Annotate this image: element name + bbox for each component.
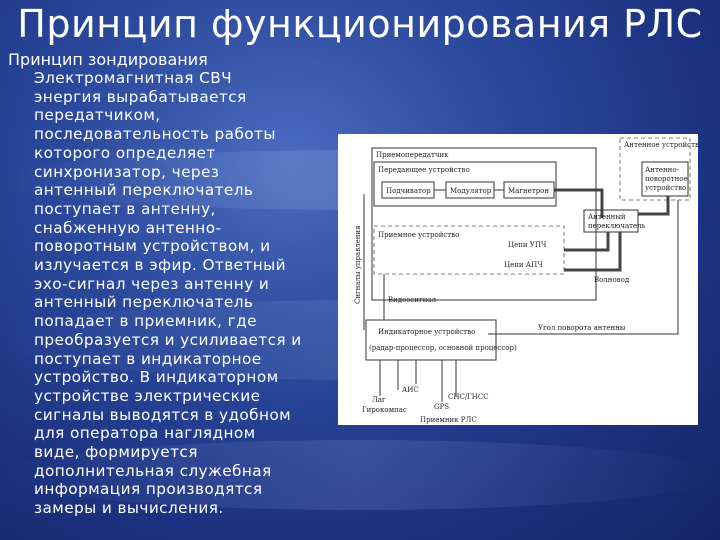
apch-label: Цепи АПЧ	[504, 261, 543, 269]
body-line: замеры и вычисления.	[34, 499, 224, 518]
mag-to-switch-line	[554, 188, 604, 218]
body-line: последовательность работы	[34, 125, 276, 144]
ais-label: АИС	[402, 386, 419, 394]
sync-signals-label: Сигналы управления	[354, 225, 362, 304]
receiver-to-switch-line	[564, 232, 610, 252]
gyrocompass-label: Гирокомпас	[362, 406, 407, 414]
body-line: антенный переключатель	[34, 181, 254, 200]
body-line: энергия вырабатывается	[34, 87, 247, 106]
antenna-switch-line2: переключатель	[588, 222, 646, 230]
angle-signal-line	[488, 200, 679, 335]
modulator-label: Модулятор	[450, 187, 492, 195]
antenna-switch-box	[583, 209, 639, 233]
gnss-label: СНС/ГНСС	[448, 393, 489, 401]
body-text: Электромагнитная СВЧ энергия вырабатывае…	[34, 69, 334, 518]
antenna-rotator-box	[641, 161, 689, 197]
body-line: передатчиком,	[34, 106, 161, 125]
transceiver-box	[371, 147, 597, 301]
diagram-svg: Приемопередатчик Передающее устройство П…	[354, 137, 698, 424]
receiver-label: Приемное устройство	[378, 231, 459, 239]
switch-to-antenna-line	[638, 196, 670, 216]
antenna-switch-line1: Антенный	[588, 213, 626, 221]
body-line: дополнительная служебная	[34, 461, 272, 480]
body-line: поступает в индикаторное	[34, 349, 262, 368]
radar-block-diagram: Приемопередатчик Передающее устройство П…	[338, 134, 698, 425]
body-line: устройстве электрические	[34, 386, 261, 405]
antenna-rotator-line3: устройство	[645, 184, 686, 192]
upch-label: Цепи УПЧ	[508, 241, 547, 249]
slide-title: Принцип функционирования РЛС	[17, 2, 703, 46]
body-line: поворотным устройством, и	[34, 237, 271, 256]
body-line: информация производятся	[34, 480, 263, 499]
angle-signal-label: Угол поворота антенны	[538, 324, 626, 332]
antenna-rotator-line1: Антенно-	[645, 166, 680, 174]
body-line: устройство. В индикаторном	[34, 368, 279, 387]
body-line: антенный переключатель	[34, 293, 254, 312]
receivers-rls-label: Приемник РЛС	[420, 416, 477, 424]
video-signal-label: Видеосигнал	[388, 296, 437, 304]
body-line: преобразуется и усиливается и	[34, 330, 302, 349]
gps-label: GPS	[434, 403, 449, 411]
antenna-rotator-line2: поворотное	[645, 175, 688, 183]
body-line: снабженную антенно-	[34, 218, 222, 237]
indicator-line2: (радар-процессор, основной процессор)	[369, 344, 517, 352]
body-line: попадает в приемник, где	[34, 312, 257, 331]
indicator-line1: Индикаторное устройство	[378, 328, 475, 336]
indicator-box	[365, 319, 497, 361]
body-line: излучается в эфир. Ответный	[34, 256, 286, 275]
apch-to-switch-line	[564, 232, 622, 272]
magnetron-label: Магнетрон	[508, 187, 549, 195]
waveguide-label: Волновод	[594, 276, 630, 284]
transceiver-label: Приемопередатчик	[376, 151, 449, 159]
body-line: для оператора наглядном	[34, 424, 256, 443]
body-line: сигналы выводятся в удобном	[34, 405, 292, 424]
body-line: поступает в антенну,	[34, 199, 216, 218]
synchronizer-label: Подчиватор	[386, 187, 431, 195]
body-line: Электромагнитная СВЧ	[34, 69, 232, 87]
antenna-device-box	[619, 137, 691, 201]
body-line: эхо-сигнал через антенну и	[34, 274, 270, 293]
body-line: которого определяет	[34, 143, 216, 162]
log-label: Лаг	[372, 396, 386, 404]
bullet-heading: Принцип зондирования	[8, 50, 208, 69]
body-line: виде, формируется	[34, 443, 198, 462]
transmitter-label: Передающее устройство	[378, 166, 470, 174]
body-line: синхронизатор, через	[34, 162, 220, 181]
antenna-device-label: Антенное устройство	[624, 141, 698, 149]
transmitter-box	[373, 161, 557, 207]
